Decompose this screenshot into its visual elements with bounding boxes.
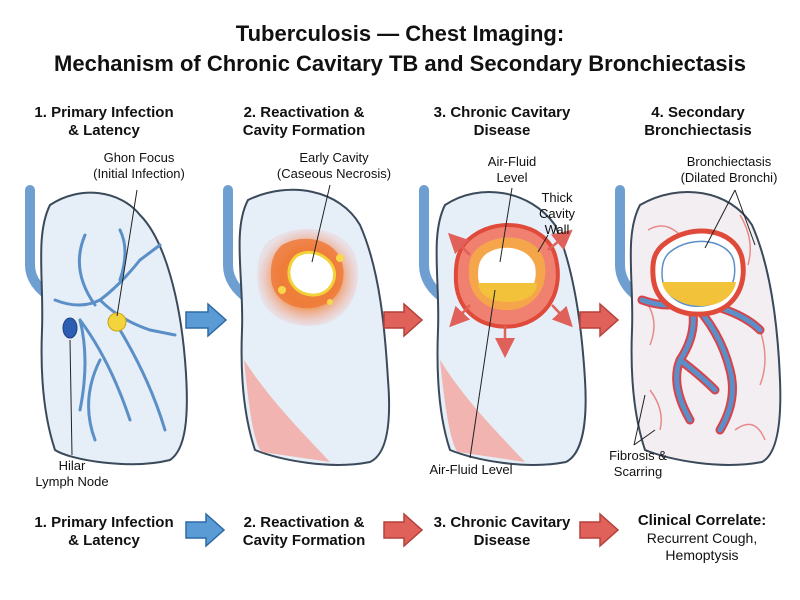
footer-stage-2: 2. Reactivation & Cavity Formation (214, 514, 394, 550)
ghon-focus-label: Ghon Focus (Initial Infection) (84, 150, 194, 182)
stage-3-heading-line1: 3. Chronic Cavitary (433, 104, 571, 121)
stage-4-heading: 4. Secondary Bronchiectasis (608, 104, 788, 140)
bronchiectasis-leader-line-1 (704, 189, 736, 249)
stage-1-heading-line1: 1. Primary Infection (34, 104, 174, 121)
clinical-correlate-line2: Hemoptysis (665, 547, 739, 563)
early-cavity-label-line1: Early Cavity (299, 150, 369, 165)
air-fluid-level-bottom-label: Air-Fluid Level (429, 462, 513, 477)
footer-arrow-3 (579, 512, 620, 548)
footer-arrow-2 (383, 512, 424, 548)
stage-3-basal-shading (440, 360, 525, 462)
fibrosis-label-line2: Scarring (613, 464, 663, 479)
footer-stage-1: 1. Primary Infection & Latency (14, 514, 194, 550)
stage-3-heading: 3. Chronic Cavitary Disease (412, 104, 592, 140)
fibrosis-label-line1: Fibrosis & (609, 448, 667, 463)
footer-stage-1-line2: & Latency (68, 532, 140, 549)
bronchiectasis-label-line1: Bronchiectasis (686, 154, 772, 169)
air-fluid-top-line2: Level (496, 170, 528, 185)
clinical-correlate-text: Recurrent Cough, Hemoptysis (612, 530, 792, 564)
page-subtitle: Mechanism of Chronic Cavitary TB and Sec… (54, 51, 746, 76)
ghon-leader-line (116, 189, 138, 317)
early-cavity-leader-line (311, 184, 331, 263)
stage-4-heading-line2: Bronchiectasis (644, 122, 752, 139)
clinical-correlate-title: Clinical Correlate: (637, 512, 767, 529)
fibrosis-scarring-label: Fibrosis & Scarring (598, 448, 678, 480)
page-title: Tuberculosis — Chest Imaging: (235, 21, 565, 46)
stage-2-heading-line1: 2. Reactivation & (243, 104, 365, 121)
footer-stage-1-line1: 1. Primary Infection (34, 514, 174, 531)
footer-stage-2-line2: Cavity Formation (242, 532, 366, 549)
bronchiectasis-leader-line-2 (734, 189, 756, 246)
thick-wall-line1: Thick (541, 190, 573, 205)
hilar-label-line2: Lymph Node (35, 474, 109, 489)
thick-wall-line3: Wall (544, 222, 570, 237)
stage-3-lung (419, 185, 587, 466)
early-cavity-label: Early Cavity (Caseous Necrosis) (274, 150, 394, 182)
stage-3-heading-line2: Disease (473, 122, 531, 139)
stage-4-fluid (662, 282, 736, 306)
stage-2-basal-shading (244, 360, 330, 462)
stage-2-heading: 2. Reactivation & Cavity Formation (214, 104, 394, 140)
footer-stage-3-line2: Disease (473, 532, 531, 549)
arrow-stage1-to-stage2 (185, 302, 228, 338)
bronchiectasis-label-line2: (Dilated Bronchi) (680, 170, 778, 185)
stage-1-heading-line2: & Latency (68, 122, 140, 139)
early-cavity-label-line2: (Caseous Necrosis) (276, 166, 392, 181)
air-fluid-top-leader-line (499, 187, 513, 263)
stage-2-lung (223, 184, 391, 466)
stage-1-lung (25, 185, 188, 466)
fibrosis-leader-line-1 (633, 394, 646, 446)
stage-3-fluid (478, 283, 537, 302)
thick-wall-line2: Cavity (538, 206, 576, 221)
stage-3-expansion-arrows (447, 229, 573, 358)
clinical-correlate-line1: Recurrent Cough, (646, 530, 758, 546)
stage-2-heading-line2: Cavity Formation (242, 122, 366, 139)
hilar-lymph-node-label: Hilar Lymph Node (24, 458, 120, 490)
hilar-label-line1: Hilar (58, 458, 86, 473)
footer-stage-3-line1: 3. Chronic Cavitary (433, 514, 571, 531)
hilar-leader-line (69, 339, 73, 456)
footer-arrow-1 (185, 512, 226, 548)
footer-stage-2-line1: 2. Reactivation & (243, 514, 365, 531)
hilar-lymph-node (62, 317, 78, 339)
stage-4-lung (615, 185, 782, 466)
bronchiectasis-label: Bronchiectasis (Dilated Bronchi) (674, 154, 784, 186)
air-fluid-level-top-label: Air-Fluid Level (476, 154, 548, 186)
air-fluid-bottom-leader-line (469, 289, 496, 459)
thick-cavity-wall-label: Thick Cavity Wall (532, 190, 582, 238)
stage-4-heading-line1: 4. Secondary (651, 104, 745, 121)
footer-stage-3: 3. Chronic Cavitary Disease (412, 514, 592, 550)
ghon-focus-label-line2: (Initial Infection) (93, 166, 185, 181)
thick-wall-leader-line (537, 234, 549, 253)
air-fluid-top-line1: Air-Fluid (487, 154, 537, 169)
fibrosis-leader-line-2 (633, 429, 656, 446)
stage-1-heading: 1. Primary Infection & Latency (14, 104, 194, 140)
arrow-stage3-to-stage4 (579, 302, 620, 338)
ghon-focus-label-line1: Ghon Focus (103, 150, 175, 165)
arrow-stage2-to-stage3 (383, 302, 424, 338)
early-cavity (287, 250, 336, 297)
